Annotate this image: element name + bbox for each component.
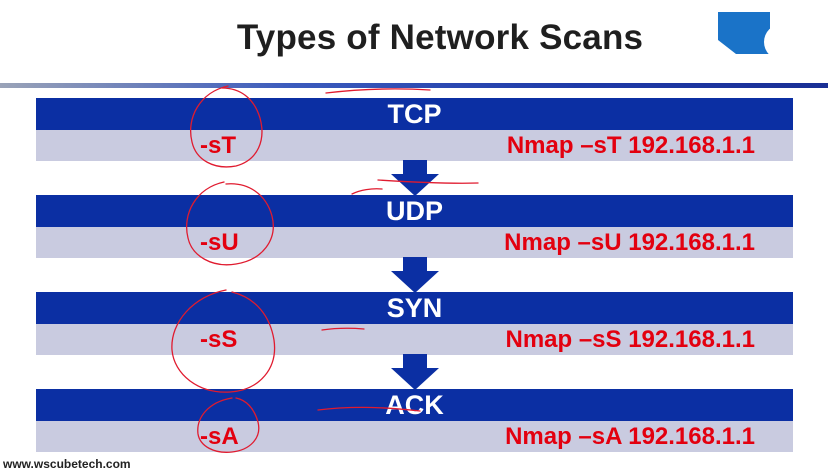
website-url: www.wscubetech.com (3, 457, 131, 471)
down-arrow-icon (391, 354, 439, 390)
scan-flag: -sT (200, 132, 236, 159)
slide-title: Types of Network Scans (236, 18, 644, 57)
scan-command: Nmap –sT 192.168.1.1 (506, 132, 755, 159)
down-arrow-icon (391, 160, 439, 196)
scan-block-udp: UDP -sU Nmap –sU 192.168.1.1 (36, 195, 793, 258)
scan-block-syn: SYN -sS Nmap –sS 192.168.1.1 (36, 292, 793, 355)
scan-command: Nmap –sU 192.168.1.1 (504, 229, 755, 256)
title-divider (0, 83, 828, 88)
scan-block-ack: ACK -sA Nmap –sA 192.168.1.1 (36, 389, 793, 452)
scan-flag: -sA (200, 423, 239, 450)
annotation-stroke (325, 88, 431, 94)
scan-detail-row: -sA Nmap –sA 192.168.1.1 (36, 421, 793, 452)
down-arrow-icon (391, 257, 439, 293)
scan-name-header: ACK (36, 389, 793, 421)
scan-command: Nmap –sA 192.168.1.1 (505, 423, 755, 450)
scan-detail-row: -sS Nmap –sS 192.168.1.1 (36, 324, 793, 355)
scan-command: Nmap –sS 192.168.1.1 (505, 326, 755, 353)
scan-flag: -sU (200, 229, 239, 256)
scan-detail-row: -sT Nmap –sT 192.168.1.1 (36, 130, 793, 161)
scan-name-header: UDP (36, 195, 793, 227)
scan-name-header: TCP (36, 98, 793, 130)
annotation-stroke (351, 188, 383, 195)
scan-name-header: SYN (36, 292, 793, 324)
brand-logo-icon (718, 4, 826, 68)
scan-block-tcp: TCP -sT Nmap –sT 192.168.1.1 (36, 98, 793, 161)
scan-detail-row: -sU Nmap –sU 192.168.1.1 (36, 227, 793, 258)
scan-flag: -sS (200, 326, 238, 353)
